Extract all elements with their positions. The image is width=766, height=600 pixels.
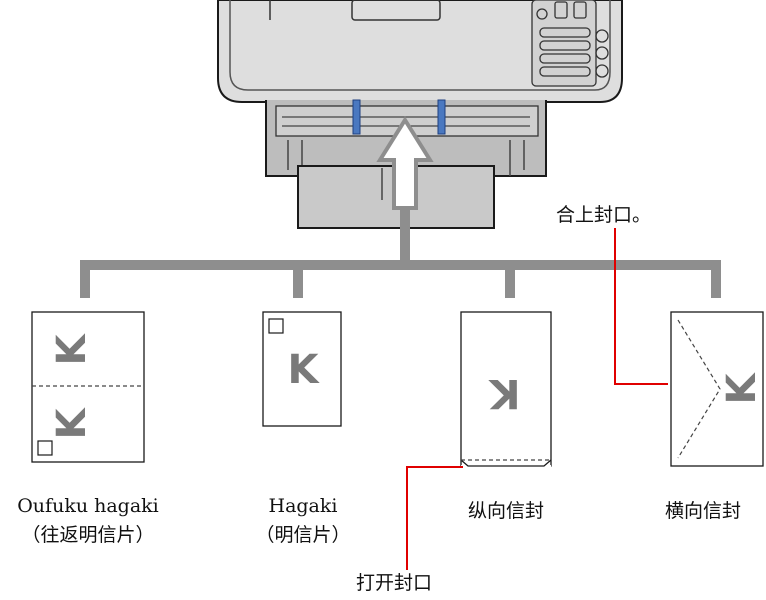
paper-guide-left [352, 99, 361, 135]
label-oufuku-hagaki: Oufuku hagaki [17, 495, 159, 517]
label-landscape-envelope: 横向信封 [664, 500, 741, 522]
card-hagaki: K [262, 311, 342, 427]
envelope-portrait: K [460, 311, 552, 467]
card-letter-bottom: K [49, 407, 95, 440]
label-portrait-envelope: 纵向信封 [467, 500, 544, 522]
paper-guide-right [437, 99, 446, 135]
label-hagaki: Hagaki [268, 495, 338, 517]
printer-body [217, 0, 623, 103]
card-letter: K [288, 347, 321, 393]
insert-direction-arrow [376, 116, 434, 210]
card-letter: K [488, 370, 521, 416]
leader-close-flap [614, 228, 668, 385]
card-letter-top: K [49, 333, 95, 366]
stamp-box [268, 318, 284, 334]
connector-tree [80, 158, 721, 298]
stamp-box [37, 440, 53, 456]
caption-close-flap: 合上封口。 [556, 204, 652, 226]
caption-open-flap: 打开封口 [356, 572, 433, 594]
control-panel [531, 0, 609, 87]
label-oufuku-hagaki-sub: （往返明信片） [21, 524, 155, 546]
label-hagaki-sub: （明信片） [255, 524, 351, 546]
leader-open-flap [406, 466, 463, 570]
printer [217, 0, 623, 229]
envelope-landscape: K [670, 311, 765, 467]
card-letter: K [719, 372, 765, 405]
card-oufuku-hagaki: K K [31, 311, 145, 463]
